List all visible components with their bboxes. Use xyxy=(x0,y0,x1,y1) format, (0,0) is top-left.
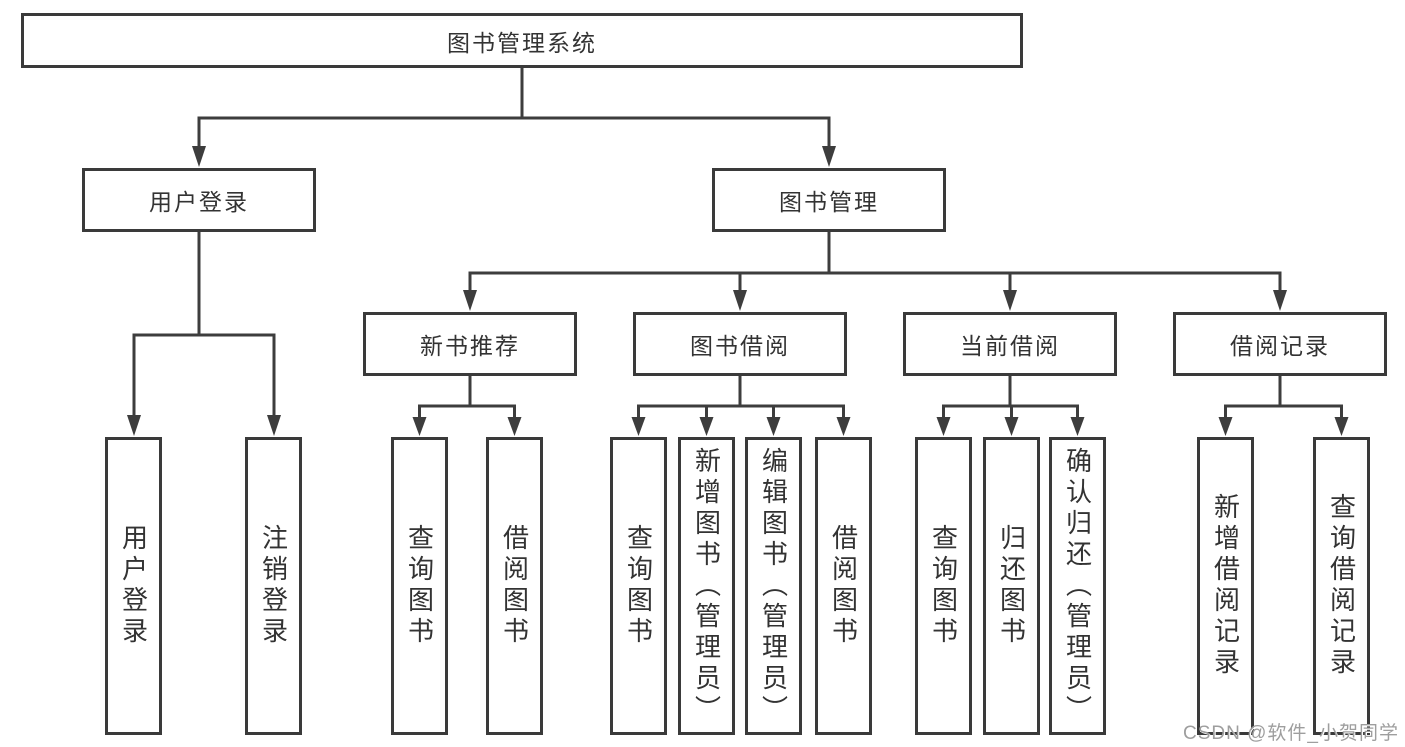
leaf-nb-borrow-book: 借阅图书 xyxy=(486,437,543,735)
leaf-user-login-label: 用户登录 xyxy=(118,524,149,648)
leaf-bb-edit-book-admin: 编辑图书（管理员） xyxy=(745,437,802,735)
arrowhead-leaf-user-login xyxy=(127,415,141,436)
leaf-bb-borrow-book-label: 借阅图书 xyxy=(828,524,859,648)
leaf-nb-borrow-book-label: 借阅图书 xyxy=(499,524,530,648)
leaf-bb-add-book-admin: 新增图书（管理员） xyxy=(678,437,735,735)
leaf-logout-label: 注销登录 xyxy=(258,524,289,648)
leaf-cb-query-book-label: 查询图书 xyxy=(928,524,959,648)
node-book-mgmt: 图书管理 xyxy=(712,168,946,232)
csdn-watermark: CSDN @软件_小贺同学 xyxy=(1183,723,1399,744)
node-borrow-record-label: 借阅记录 xyxy=(1230,333,1330,359)
node-user-login: 用户登录 xyxy=(82,168,316,232)
arrowhead-new-book-rec xyxy=(463,290,477,311)
node-borrow-record: 借阅记录 xyxy=(1173,312,1387,376)
node-user-login-label: 用户登录 xyxy=(149,189,249,215)
leaf-bb-query-book: 查询图书 xyxy=(610,437,667,735)
arrowhead-leaf-logout xyxy=(267,415,281,436)
leaf-bb-query-book-label: 查询图书 xyxy=(623,524,654,648)
leaf-br-query-record-label: 查询借阅记录 xyxy=(1326,493,1357,679)
leaf-cb-return-book: 归还图书 xyxy=(983,437,1040,735)
node-book-borrow-label: 图书借阅 xyxy=(690,333,790,359)
arrowhead-current-borrow xyxy=(1003,290,1017,311)
node-current-borrow: 当前借阅 xyxy=(903,312,1117,376)
arrowhead-book-borrow xyxy=(733,290,747,311)
leaf-user-login: 用户登录 xyxy=(105,437,162,735)
node-new-book-rec: 新书推荐 xyxy=(363,312,577,376)
leaf-bb-add-book-admin-label: 新增图书（管理员） xyxy=(691,446,722,726)
node-root-label: 图书管理系统 xyxy=(447,29,597,56)
leaf-br-add-record-label: 新增借阅记录 xyxy=(1210,493,1241,679)
leaf-logout: 注销登录 xyxy=(245,437,302,735)
leaf-cb-confirm-return-admin: 确认归还（管理员） xyxy=(1049,437,1106,735)
arrowhead-user-login xyxy=(192,146,206,167)
node-root: 图书管理系统 xyxy=(21,13,1023,68)
leaf-br-add-record: 新增借阅记录 xyxy=(1197,437,1254,735)
node-book-mgmt-label: 图书管理 xyxy=(779,189,879,215)
leaf-nb-query-book-label: 查询图书 xyxy=(404,524,435,648)
leaf-cb-confirm-return-admin-label: 确认归还（管理员） xyxy=(1062,446,1093,726)
leaf-bb-edit-book-admin-label: 编辑图书（管理员） xyxy=(758,446,789,726)
node-current-borrow-label: 当前借阅 xyxy=(960,333,1060,359)
arrowhead-borrow-record xyxy=(1273,290,1287,311)
node-book-borrow: 图书借阅 xyxy=(633,312,847,376)
leaf-br-query-record: 查询借阅记录 xyxy=(1313,437,1370,735)
leaf-cb-query-book: 查询图书 xyxy=(915,437,972,735)
arrowhead-book-mgmt xyxy=(822,146,836,167)
leaf-nb-query-book: 查询图书 xyxy=(391,437,448,735)
node-new-book-rec-label: 新书推荐 xyxy=(420,333,520,359)
leaf-cb-return-book-label: 归还图书 xyxy=(996,524,1027,648)
leaf-bb-borrow-book: 借阅图书 xyxy=(815,437,872,735)
